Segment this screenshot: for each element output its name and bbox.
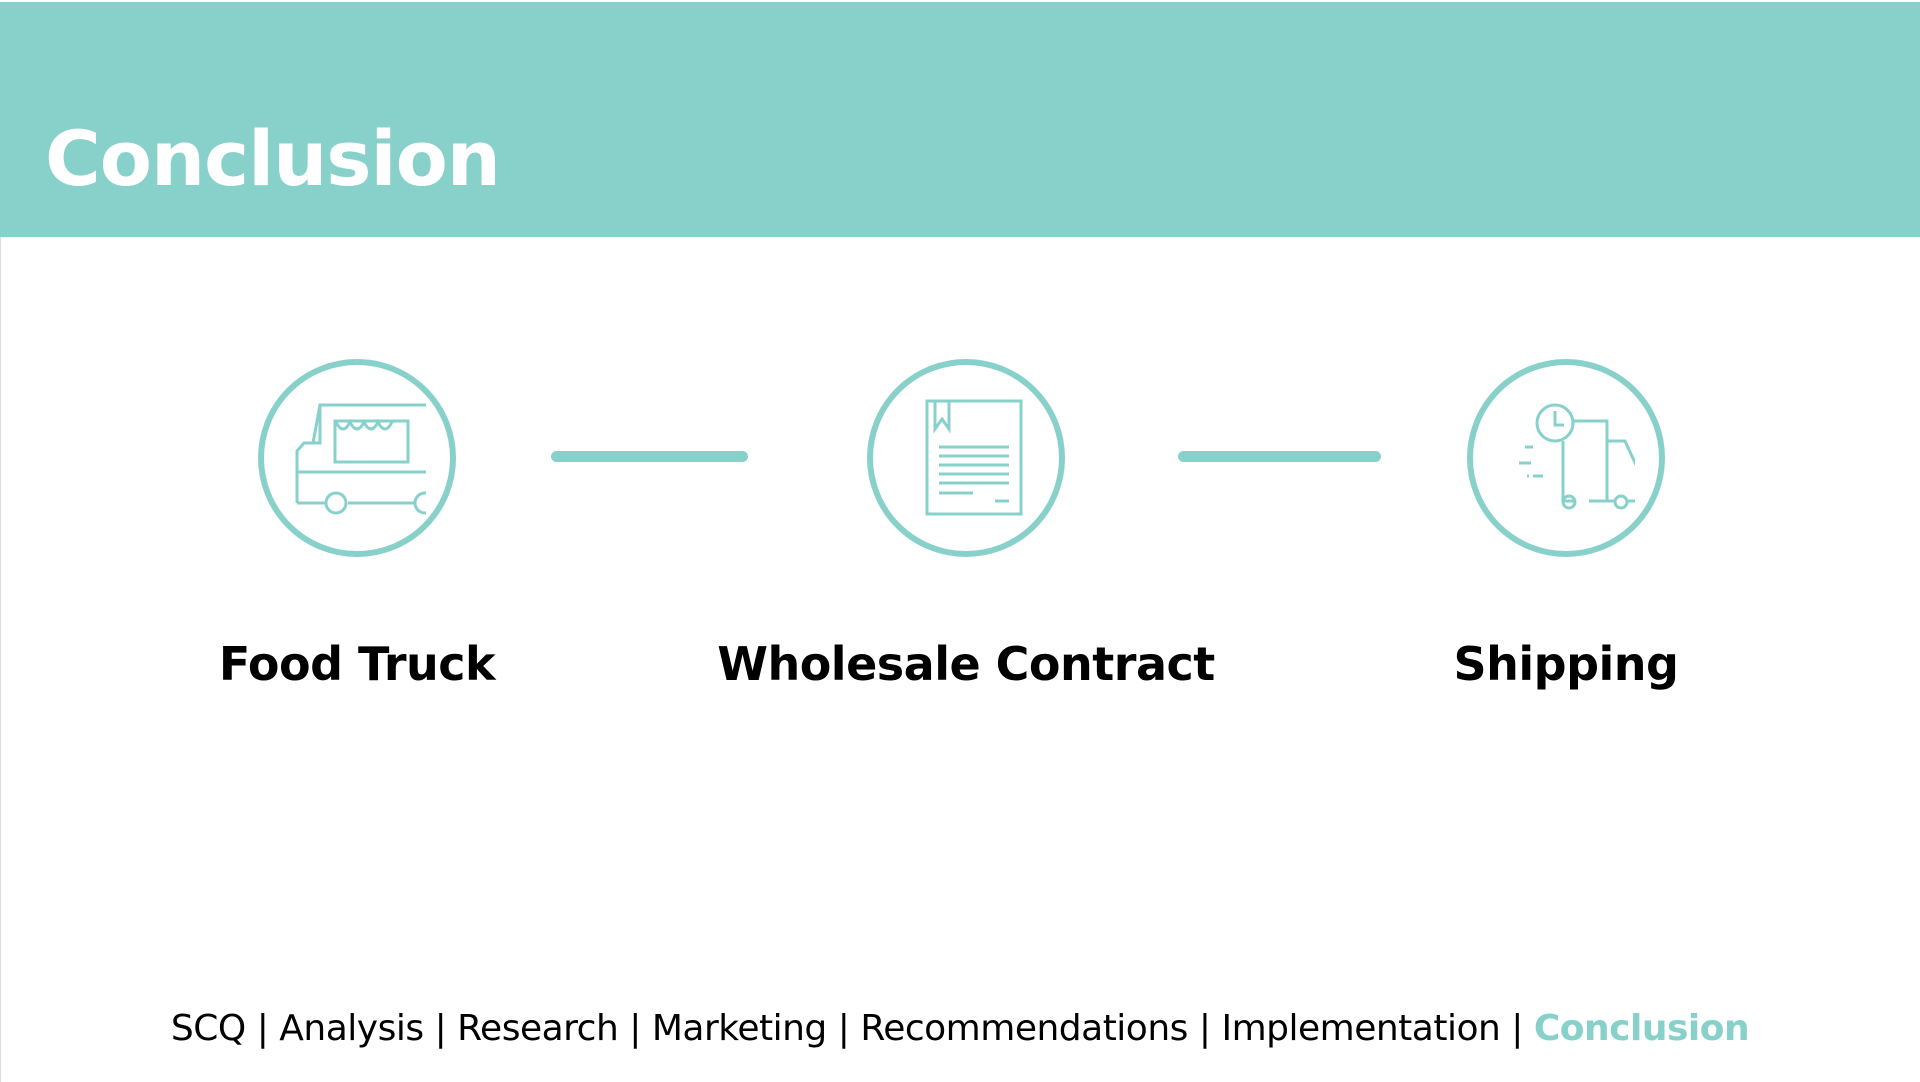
nav-separator: | — [629, 1008, 641, 1049]
food-truck-icon — [295, 403, 426, 515]
nav-item-recommendations: Recommendations — [860, 1008, 1188, 1049]
step-label-food-truck: Food Truck — [218, 637, 496, 691]
nav-separator: | — [1511, 1008, 1523, 1049]
nav-item-research: Research — [457, 1008, 619, 1049]
slide-title: Conclusion — [45, 114, 501, 203]
nav-item-conclusion-active: Conclusion — [1533, 1008, 1750, 1049]
nav-item-implementation: Implementation — [1221, 1008, 1501, 1049]
delivery-truck-icon — [1519, 403, 1635, 510]
slide-edge — [0, 237, 1, 1082]
step-shipping-circle — [1467, 359, 1665, 557]
step-wholesale-contract-circle — [867, 359, 1065, 557]
nav-item-scq: SCQ — [170, 1008, 246, 1049]
nav-item-marketing: Marketing — [651, 1008, 827, 1049]
step-label-shipping: Shipping — [1453, 637, 1679, 691]
connector-line-1 — [551, 451, 748, 462]
nav-separator: | — [837, 1008, 850, 1049]
contract-document-icon — [925, 399, 1023, 516]
nav-item-analysis: Analysis — [279, 1008, 424, 1049]
nav-separator: | — [434, 1008, 447, 1049]
nav-separator: | — [1198, 1008, 1211, 1049]
step-label-wholesale-contract: Wholesale Contract — [717, 637, 1215, 691]
connector-line-2 — [1178, 451, 1381, 462]
header-banner: Conclusion — [0, 2, 1920, 237]
step-food-truck-circle — [258, 359, 456, 557]
section-nav: SCQ | Analysis | Research | Marketing | … — [0, 1008, 1920, 1049]
nav-separator: | — [256, 1008, 269, 1049]
